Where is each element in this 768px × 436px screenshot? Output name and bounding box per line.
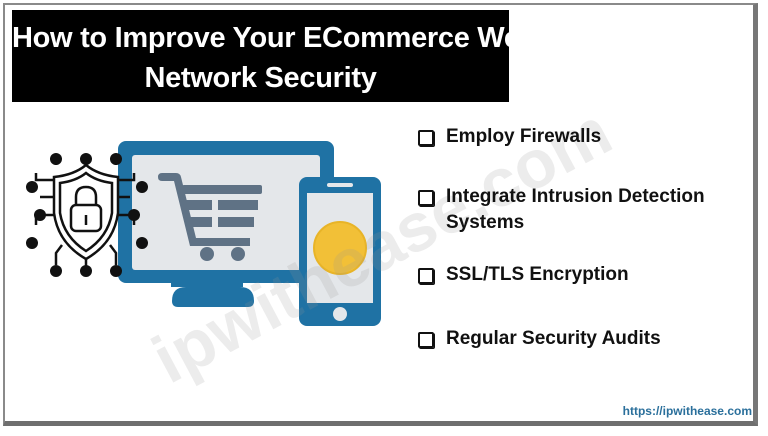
item-label: Integrate Intrusion Detection <box>446 186 705 207</box>
page-title: How to Improve Your ECommerce Website’s … <box>12 10 609 102</box>
footer-url-link[interactable]: https://ipwithease.com <box>622 404 752 418</box>
checkbox-icon <box>418 268 434 284</box>
illustration <box>26 141 381 326</box>
title-line-1: How to Improve Your ECommerce Website’s <box>12 22 609 54</box>
item-label: SSL/TLS Encryption <box>446 264 629 285</box>
checkbox-icon <box>418 130 434 146</box>
checkbox-icon <box>418 190 434 206</box>
checkbox-icon <box>418 332 434 348</box>
list-item: Integrate Intrusion Detection Systems <box>418 184 705 236</box>
item-label-continued: Systems <box>446 212 525 233</box>
title-line-2: Network Security <box>144 62 377 94</box>
item-label: Employ Firewalls <box>446 126 602 147</box>
item-label: Regular Security Audits <box>446 328 661 349</box>
coin-icon <box>313 221 367 275</box>
list-item: SSL/TLS Encryption <box>418 262 629 288</box>
shopping-cart-icon <box>158 173 262 261</box>
list-item: Regular Security Audits <box>418 326 661 352</box>
list-item: Employ Firewalls <box>418 124 601 150</box>
